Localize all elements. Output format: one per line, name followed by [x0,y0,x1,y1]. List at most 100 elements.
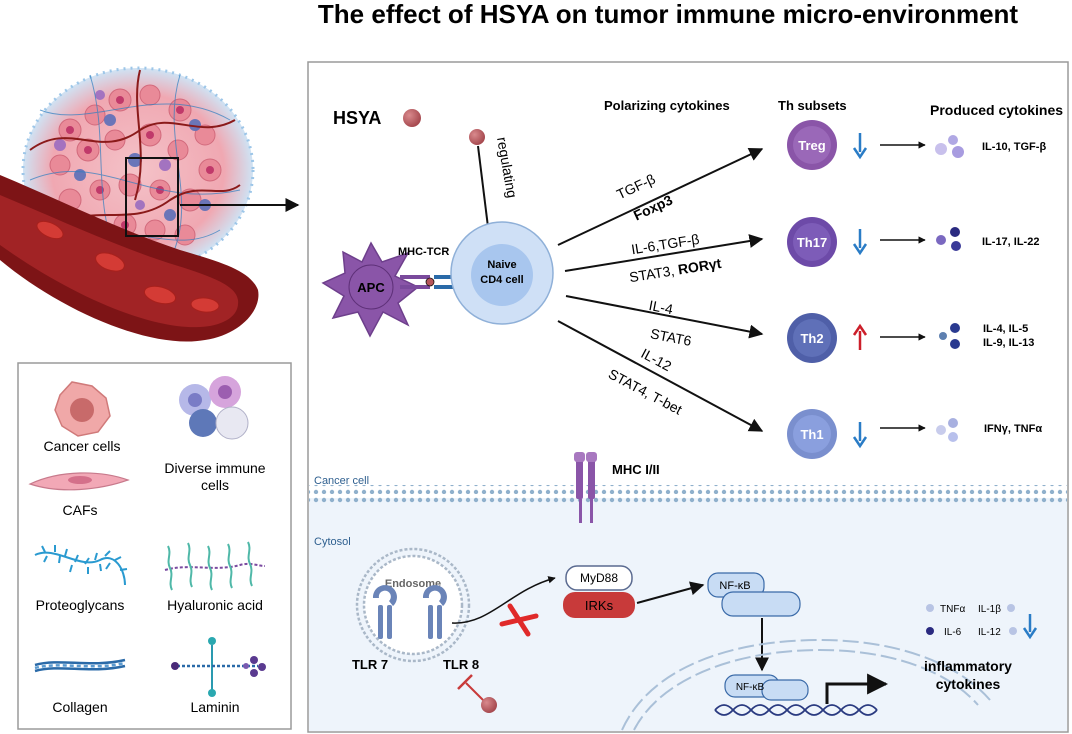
tlr8-inhibition-bar [457,674,473,690]
hyaluronic-acid-icon [164,541,266,591]
pathway-arrow-th2 [565,295,764,339]
tlr8-myd88-arrow [451,576,556,624]
cytosol-label: Cytosol [314,536,351,548]
nfkb-nucleus-label: NF-κB [736,682,765,693]
laminin-icon [171,637,266,697]
th17-produced-label: IL-17, IL-22 [982,236,1039,248]
tlr8-label: TLR 8 [443,657,479,672]
hsya-molecule-icon [403,109,421,127]
th17-label: Th17 [797,235,827,250]
hsya-regulating-icon [469,129,485,145]
legend-hyaluronic-acid: Hyaluronic acid [167,597,263,613]
hsya-inhibitor-icon [481,697,497,713]
naive-label-1: Naive [487,259,516,271]
th2-cell [787,313,837,363]
legend-laminin: Laminin [190,699,239,715]
th1-cytokine-dots [936,418,958,442]
tumor-illustration [0,66,259,342]
treg-produced-label: IL-10, TGF-β [982,141,1046,153]
regulating-line [477,145,489,228]
th17-cytokine-dots [936,227,961,251]
tlr7-label: TLR 7 [352,657,388,672]
legend-immune-cells-1: Diverse immune [164,460,265,476]
endosome-label: Endosome [385,578,441,590]
zoom-box [125,157,179,237]
th2-produced-label-1: IL-4, IL-5 [983,323,1028,335]
nucleus-envelope [621,638,991,731]
pathway-arrow-treg [557,148,764,246]
th2-produced-label-2: IL-9, IL-13 [983,337,1034,349]
treg-label: Treg [798,138,826,153]
apc-label: APC [357,280,385,295]
th17-lower-bold: RORγt [677,255,723,278]
cytokines-down-arrow-icon [1022,614,1038,640]
il12-label: IL-12 [978,627,1001,638]
nfkb-label: NF-κB [719,580,750,592]
tnfa-dot [926,604,934,612]
proteoglycans-icon [34,545,128,586]
cancer-cell-label: Cancer cell [314,475,369,487]
inflammatory-label-2: cytokines [936,676,1001,692]
treg-cytokine-dots [935,135,964,158]
legend-cafs: CAFs [63,502,98,518]
legend-cancer-cells: Cancer cells [43,438,120,454]
myd88-label: MyD88 [580,571,618,585]
header-produced-cytokines: Produced cytokines [930,102,1063,118]
il6-dot [926,627,934,635]
myd88-box [565,565,633,591]
th1-down-arrow-icon [852,422,868,449]
apc-cell [321,241,420,338]
legend-immune-cells-2: cells [201,477,229,493]
block-cross-icon [499,603,539,637]
irks-label: IRKs [585,598,614,613]
cancer-cells-icon [54,381,111,437]
transcription-arrow [825,673,889,704]
legend-proteoglycans: Proteoglycans [36,597,125,613]
inflammatory-label-1: inflammatory [924,658,1012,674]
pathway-arrow-th1 [557,320,764,432]
cell-membrane [309,485,1067,505]
page-title: The effect of HSYA on tumor immune micro… [318,0,1019,29]
treg-down-arrow-icon [852,133,868,160]
cafs-icon [28,472,130,491]
legend-collagen: Collagen [52,699,107,715]
dna-icon [714,704,878,716]
pathway-arrow-th17 [564,234,764,272]
th2-label: Th2 [800,331,823,346]
nucleus-envelope-inner [633,648,979,731]
mhc-tcr-complex [400,275,460,289]
collagen-icon [34,658,126,673]
tlr7-receptor-icon [372,585,397,639]
treg-cell [787,120,837,170]
th1-produced-label: IFNγ, TNFα [984,423,1042,435]
nfkb-nucleus-complex [724,674,809,701]
tlr8-inhibition-line [465,682,484,701]
mhc-receptor-icon [574,452,597,523]
th2-up-arrow-icon [852,323,868,350]
mhc-label: MHC I/II [612,462,660,477]
mhc-tcr-label: MHC-TCR [398,246,449,258]
naive-label-2: CD4 cell [480,274,523,286]
il12-dot [1009,627,1017,635]
nfkb-complex [707,572,801,617]
il1b-dot [1007,604,1015,612]
header-th-subsets: Th subsets [778,98,847,113]
th2-upper-label: IL-4 [648,297,675,317]
th1-label: Th1 [800,427,823,442]
th2-lower-label: STAT6 [649,325,693,349]
th17-down-arrow-icon [852,229,868,256]
il1b-label: IL-1β [978,604,1001,615]
hsya-label: HSYA [333,108,381,128]
tlr8-receptor-icon [422,585,447,639]
naive-cd4-nucleus [471,244,533,306]
irks-box [563,592,635,618]
th17-lower-label: STAT3, RORγt [628,255,723,285]
th2-cytokine-dots [939,323,960,349]
irks-nfkb-arrow [636,581,705,604]
th17-lower-plain: STAT3, [628,262,679,286]
th1-cell [787,409,837,459]
tnfa-label: TNFα [940,604,965,615]
header-polarizing-cytokines: Polarizing cytokines [604,98,730,113]
immune-cells-icon [179,376,249,440]
